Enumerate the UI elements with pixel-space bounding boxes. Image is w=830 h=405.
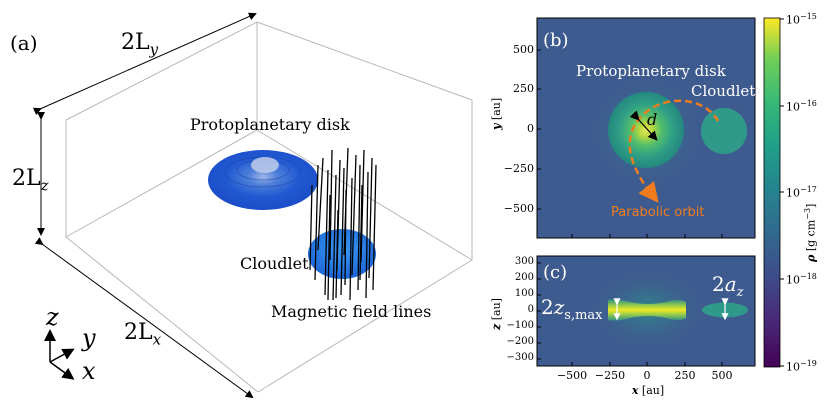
ztick-100: 100 xyxy=(514,288,534,299)
simulation-box xyxy=(65,21,473,393)
cbar-tick-16: 10−16 xyxy=(786,99,817,114)
dim-lx-sub: x xyxy=(152,330,162,349)
cbar-tick-18-exp: −18 xyxy=(800,272,817,281)
ztick-300: 300 xyxy=(514,256,534,267)
axis-x-label: x xyxy=(82,357,96,385)
az-text: 2a xyxy=(712,272,737,296)
cbar-tick-15-exp: −15 xyxy=(800,12,817,21)
ytick-250: 250 xyxy=(513,82,534,95)
ztick-neg300: −300 xyxy=(506,352,534,363)
cbar-tick-15-base: 10 xyxy=(786,13,800,27)
cbar-tick-16-base: 10 xyxy=(786,100,800,114)
magnetic-field-lines xyxy=(309,147,377,301)
cbar-tick-17-base: 10 xyxy=(786,186,800,200)
dim-lx-label: 2Lx xyxy=(124,320,161,348)
cbar-tick-17: 10−17 xyxy=(786,185,817,200)
cbar-tick-16-exp: −16 xyxy=(800,99,817,108)
az-sub: z xyxy=(736,285,744,300)
cloudlet-top-label: Cloudlet xyxy=(691,82,756,100)
orbit-label: Parabolic orbit xyxy=(611,205,705,220)
cbar-title: ρ [g cm−3] xyxy=(803,204,818,262)
parabolic-orbit-path xyxy=(628,99,720,203)
xtick-neg500: −500 xyxy=(556,369,588,382)
panel-b-map xyxy=(536,17,756,239)
dim-lz-sub: z xyxy=(40,176,49,195)
cbar-tick-19-exp: −19 xyxy=(800,359,817,368)
az-label: 2az xyxy=(712,272,744,300)
panel-c-label: (c) xyxy=(543,262,568,283)
cbar-tick-18-base: 10 xyxy=(786,273,800,287)
cbar-title-unit: [g cm xyxy=(804,219,818,252)
dim-lx-text: 2L xyxy=(124,320,153,345)
ytick-0: 0 xyxy=(527,122,534,135)
panel-a-label: (a) xyxy=(10,31,38,55)
cbar-title-exp: −3 xyxy=(803,207,812,220)
dim-ly-label: 2Ly xyxy=(121,30,158,58)
cbar-title-close: ] xyxy=(804,203,818,208)
ytick-neg250: −250 xyxy=(503,162,534,175)
ztick-neg200: −200 xyxy=(506,336,534,347)
cbar-tick-18: 10−18 xyxy=(786,272,817,287)
d-arrow xyxy=(629,110,658,141)
x-axis-unit: [au] xyxy=(641,384,665,397)
axis-y-label: y xyxy=(82,324,96,352)
disk-3d-label: Protoplanetary disk xyxy=(190,115,350,134)
ztick-neg100: −100 xyxy=(506,320,534,331)
d-label: d xyxy=(647,110,658,129)
panel-c-map xyxy=(536,255,756,367)
ztick-200: 200 xyxy=(514,272,534,283)
y-axis-unit: [au] xyxy=(490,97,503,121)
ztick-0: 0 xyxy=(527,304,534,315)
xtick-neg250: −250 xyxy=(594,369,626,382)
zmax-text: 2z xyxy=(541,295,565,319)
axis-z-label: z xyxy=(46,303,59,331)
xtick-0: 0 xyxy=(643,369,651,382)
colorbar xyxy=(763,17,784,368)
xtick-500: 500 xyxy=(711,369,733,382)
dim-ly-sub: y xyxy=(149,40,159,59)
ytick-neg500: −500 xyxy=(503,202,534,215)
cbar-tick-17-exp: −17 xyxy=(800,185,817,194)
cloudlet-3d-label: Cloudlet xyxy=(240,254,309,273)
zmax-sub: s,max xyxy=(564,308,603,323)
disk-top-label: Protoplanetary disk xyxy=(576,62,726,80)
cbar-title-rho: ρ xyxy=(804,254,818,262)
dim-ly-text: 2L xyxy=(121,30,150,55)
field-lines-label: Magnetic field lines xyxy=(271,302,432,321)
protoplanetary-disk-3d xyxy=(208,150,318,210)
ytick-500: 500 xyxy=(513,43,534,56)
x-axis-var: x xyxy=(631,384,639,397)
cbar-tick-19: 10−19 xyxy=(786,359,817,374)
panel-a xyxy=(32,12,473,399)
axes-triad xyxy=(44,329,75,380)
dimension-arrows xyxy=(32,12,257,399)
dim-lz-label: 2Lz xyxy=(12,166,49,194)
cbar-tick-15: 10−15 xyxy=(786,12,817,27)
zmax-label: 2zs,max xyxy=(541,295,603,323)
xtick-250: 250 xyxy=(674,369,696,382)
dim-lz-text: 2L xyxy=(12,166,41,191)
x-axis-title: x [au] xyxy=(627,384,669,397)
panel-b-label: (b) xyxy=(543,30,569,51)
cbar-tick-19-base: 10 xyxy=(786,360,800,374)
